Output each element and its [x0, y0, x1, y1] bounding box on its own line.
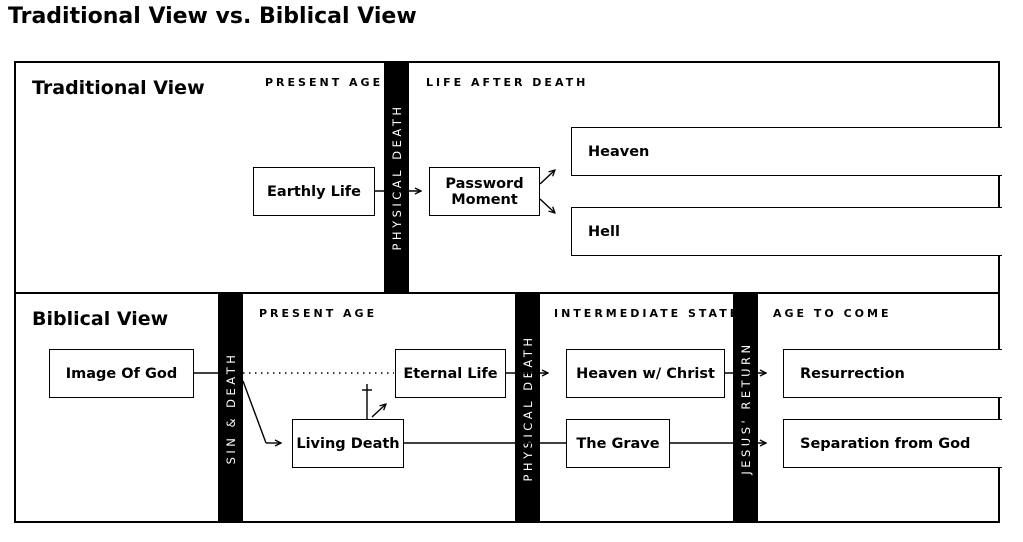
separation-from-god-box: Separation from God [783, 419, 1002, 468]
sin-death-bar: SIN & DEATH [218, 293, 243, 523]
hell-box: Hell [571, 207, 1002, 256]
resurrection-box: Resurrection [783, 349, 1002, 398]
biblical-view-title: Biblical View [32, 308, 169, 330]
password-to-hell-arrow [539, 198, 555, 213]
page-title: Traditional View vs. Biblical View [8, 4, 417, 29]
heaven-with-christ-box: Heaven w/ Christ [566, 349, 725, 398]
password-to-heaven-arrow [539, 170, 555, 185]
age-to-come-label: AGE TO COME [773, 307, 892, 320]
jesus-return-bar: JESUS' RETURN [733, 293, 758, 523]
traditional-life-after-death-label: LIFE AFTER DEATH [426, 76, 589, 89]
earthly-life-box: Earthly Life [253, 167, 375, 216]
section-divider [14, 292, 1000, 294]
heaven-box: Heaven [571, 127, 1002, 176]
image-of-god-box: Image Of God [49, 349, 194, 398]
traditional-physical-death-bar: PHYSICAL DEATH [384, 61, 409, 292]
intermediate-state-label: INTERMEDIATE STATE [554, 307, 741, 320]
traditional-view-title: Traditional View [32, 77, 205, 99]
sin-death-to-living-death-line [242, 380, 267, 444]
living-death-to-eternal-life-arrow [371, 404, 386, 418]
traditional-present-age-label: PRESENT AGE [265, 76, 384, 89]
password-moment-box: Password Moment [429, 167, 540, 216]
eternal-life-box: Eternal Life [395, 349, 506, 398]
living-death-box: Living Death [292, 419, 404, 468]
the-grave-box: The Grave [566, 419, 670, 468]
biblical-physical-death-bar: PHYSICAL DEATH [515, 293, 540, 523]
biblical-present-age-label: PRESENT AGE [259, 307, 378, 320]
